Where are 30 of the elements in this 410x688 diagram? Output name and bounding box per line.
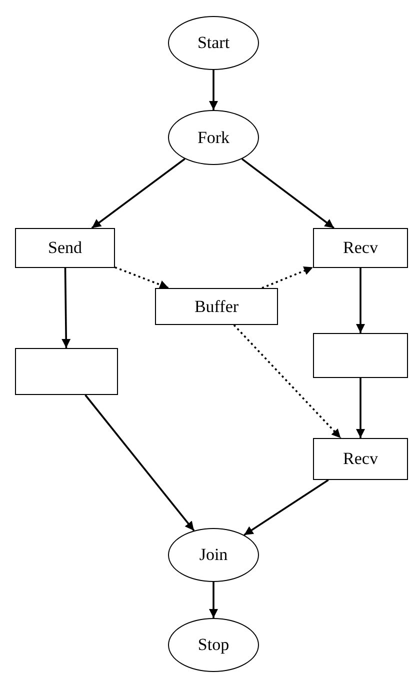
node-label: Buffer <box>194 296 239 316</box>
empty-box <box>15 348 118 395</box>
arrow <box>356 268 365 333</box>
empty-box <box>313 333 408 378</box>
arrow <box>209 70 218 110</box>
process-box <box>15 228 115 268</box>
node-label: Start <box>197 33 230 53</box>
node-label: Join <box>199 545 228 565</box>
node-label: Stop <box>198 635 230 655</box>
dotted-arrow <box>262 266 314 289</box>
arrow <box>62 268 71 348</box>
dotted-arrow <box>233 324 342 439</box>
terminal-ellipse <box>168 110 259 165</box>
arrow <box>241 158 334 229</box>
terminal-ellipse <box>168 528 259 582</box>
arrow <box>244 479 329 536</box>
terminal-ellipse <box>168 16 259 70</box>
node-label: Fork <box>197 128 230 148</box>
arrow <box>209 582 218 618</box>
process-box <box>155 288 278 325</box>
process-box <box>313 438 408 480</box>
arrow <box>356 378 365 438</box>
process-box <box>313 228 408 268</box>
terminal-ellipse <box>168 618 259 672</box>
node-label: Recv <box>343 449 378 469</box>
arrow <box>91 158 186 229</box>
dotted-arrow <box>114 266 169 289</box>
node-label: Send <box>48 238 82 258</box>
arrow <box>84 394 195 532</box>
node-label: Recv <box>343 238 378 258</box>
